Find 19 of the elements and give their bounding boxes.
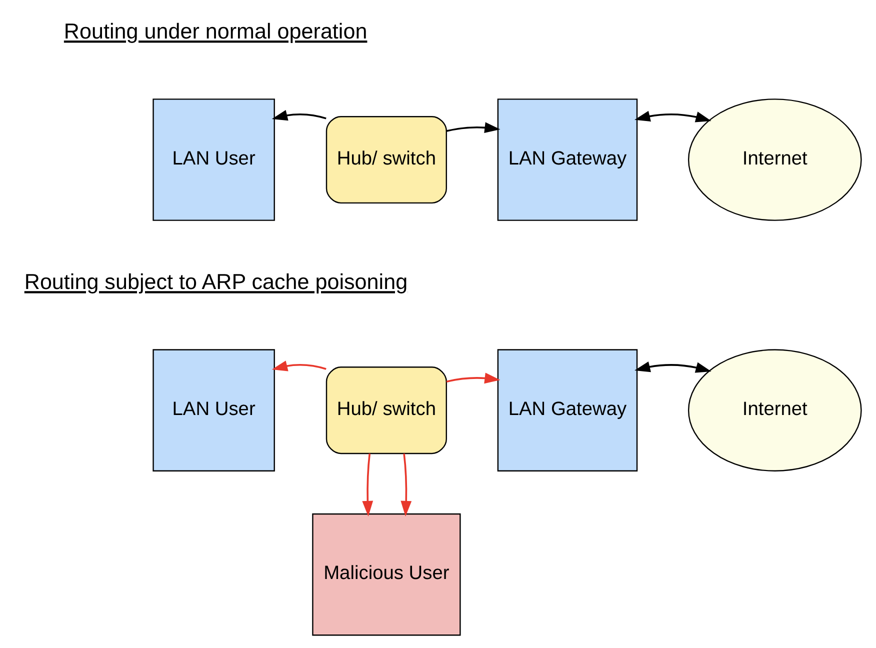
arrow <box>400 454 412 517</box>
node-box: LAN User <box>152 349 275 472</box>
node-box: LAN Gateway <box>497 349 638 472</box>
label: Routing subject to ARP cache poisoning <box>24 269 408 294</box>
node-box: Hub/ switch <box>326 366 447 454</box>
label: Routing under normal operation <box>64 18 368 44</box>
node-ellipse: Internet <box>688 98 862 221</box>
arrow <box>446 372 500 384</box>
arrow <box>362 454 374 517</box>
node-box: LAN User <box>152 98 275 221</box>
arrow <box>272 110 326 121</box>
node-box: Malicious User <box>312 513 461 636</box>
arrow <box>446 122 500 134</box>
arrow <box>634 110 712 122</box>
node-box: LAN Gateway <box>497 98 638 221</box>
arrow <box>634 362 712 373</box>
node-box: Hub/ switch <box>326 116 447 204</box>
arrow <box>272 360 326 372</box>
node-ellipse: Internet <box>688 349 862 472</box>
